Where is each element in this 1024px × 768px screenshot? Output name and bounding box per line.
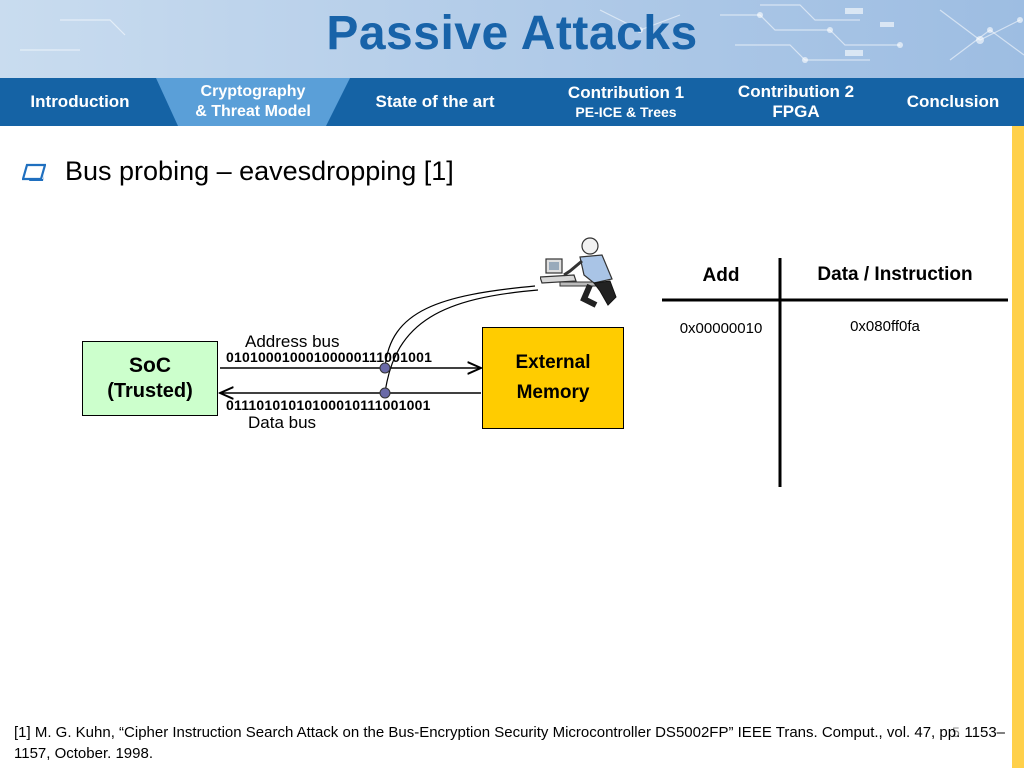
nav-item-label: State of the art [375,92,495,111]
nav-item-contribution-1[interactable]: Contribution 1 PE-ICE & Trees [540,78,712,126]
probe-point-data [379,387,391,399]
probe-wire-address [384,285,536,369]
nav-item-introduction[interactable]: Introduction [0,78,160,126]
nav-item-sublabel: & Threat Model [195,103,311,120]
table-header-add: Add [702,265,740,286]
table-cell-data: 0x080ff0fa [850,318,920,335]
data-bus-bits: 01110101010100010111001001 [226,397,431,413]
memory-title-line2: Memory [516,382,590,403]
probe-point-address [379,362,391,374]
nav-item-contribution-2[interactable]: Contribution 2 FPGA [712,78,880,126]
soc-box: SoC (Trusted) [82,341,218,416]
data-bus-label: Data bus [248,413,317,432]
external-memory-box: External Memory [482,327,624,429]
nav-item-sublabel: PE-ICE & Trees [575,104,677,120]
address-bus-bits: 01010001000100000111001001 [226,349,433,365]
attacker-at-computer-icon [540,237,617,308]
circuit-background-graphic [20,4,1024,63]
nav-item-sublabel: FPGA [772,102,820,121]
reference-footnote: [1] M. G. Kuhn, “Cipher Instruction Sear… [14,724,1006,762]
header-banner [0,0,1024,78]
checkbox-bullet-icon [22,163,46,181]
nav-item-label: Introduction [30,92,130,111]
nav-item-label: Cryptography [200,83,306,100]
page-title: Passive Attacks [326,7,698,60]
right-accent-bar [1012,126,1024,768]
table-cell-address: 0x00000010 [679,320,763,337]
memory-title-line1: External [515,352,591,373]
soc-subtitle: (Trusted) [107,380,193,402]
page-number: 5 [952,724,960,740]
nav-item-conclusion[interactable]: Conclusion [882,78,1024,126]
address-bus-label: Address bus [245,332,340,351]
bullet-text: Bus probing – eavesdropping [1] [65,156,454,186]
nav-item-label: Conclusion [906,92,1000,111]
probe-wire-data [384,289,539,394]
nav-item-cryptography-threat-model[interactable]: Cryptography & Threat Model [156,78,350,126]
nav-item-state-of-the-art[interactable]: State of the art [350,78,520,126]
nav-item-label: Contribution 2 [737,82,855,101]
soc-title: SoC [129,354,171,377]
nav-item-label: Contribution 1 [567,83,685,102]
table-header-data-instruction: Data / Instruction [817,264,973,285]
nav-active-tab-shape [156,78,350,126]
